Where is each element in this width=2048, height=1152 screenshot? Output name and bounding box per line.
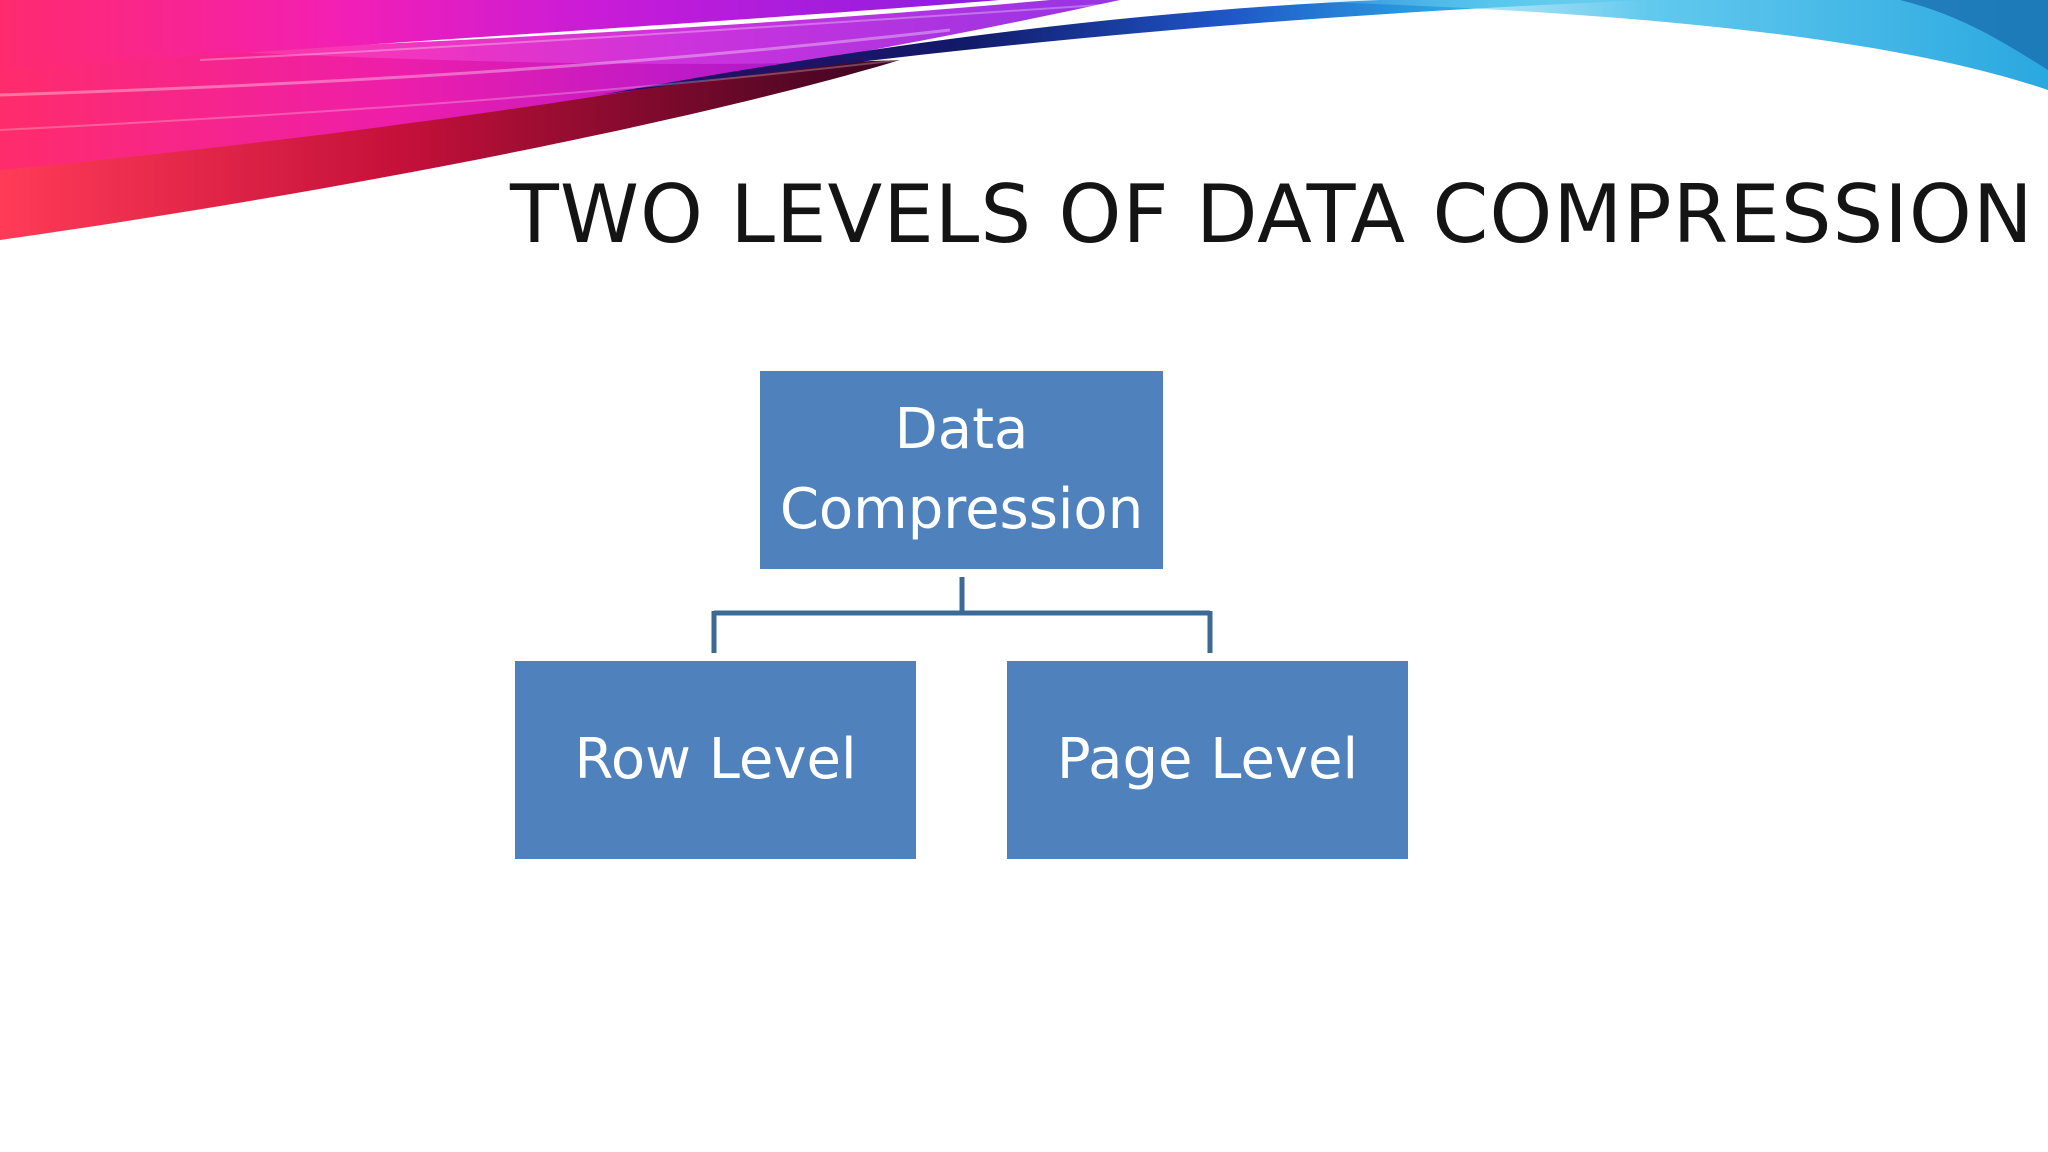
decorative-swoosh-banner [0,0,2048,240]
node-page-level: Page Level [1007,661,1408,859]
slide-title: TWO LEVELS OF DATA COMPRESSION [510,168,2034,261]
node-label: Data Compression [779,397,1144,542]
node-label: Page Level [1056,727,1359,792]
node-label: Row Level [574,727,857,792]
node-data-compression: Data Compression [760,371,1163,569]
node-row-level: Row Level [515,661,916,859]
